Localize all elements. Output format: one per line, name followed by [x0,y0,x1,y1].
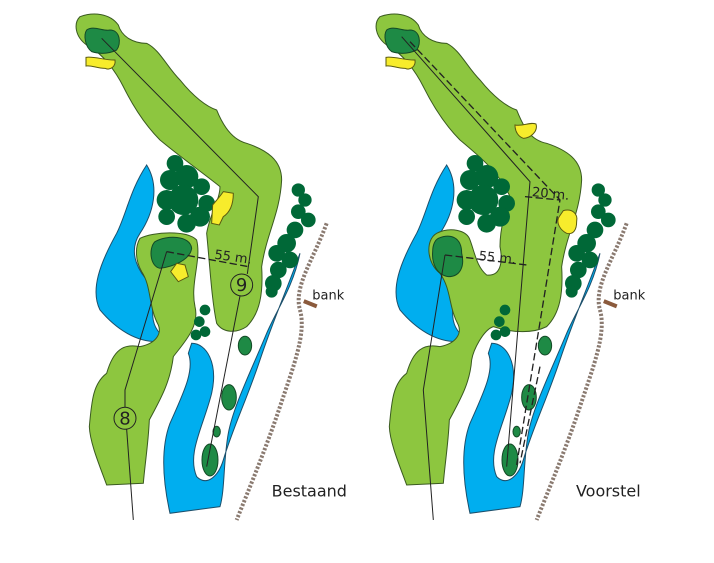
green-top [84,27,120,54]
hole-9-line [401,36,531,467]
bench-icon [603,299,618,309]
bunker-fairway [211,191,234,226]
bunker-top [385,56,416,70]
hole-marker-9 [230,273,254,297]
caption-proposal: Voorstel [576,482,641,501]
fairway-hole-8 [88,232,199,486]
bunker-fairway-upper [514,122,537,139]
hole-8-line [422,254,446,520]
hole-8-line-lower [126,429,134,520]
bench-icon [303,299,318,309]
hole-number-9: 9 [236,275,247,296]
distance-line [166,250,249,268]
hole-marker-8 [113,406,137,430]
green-top [384,27,420,54]
panel-existing: 55 m. 9 8 bank Bestaand [75,13,347,522]
distance-line-20 [524,195,561,201]
bunker-fairway-lower [557,209,578,235]
distance-label-20: 20 m. [531,185,570,204]
bunker-green [170,262,189,283]
bench-label: bank [312,288,344,303]
hole-number-8: 8 [119,408,130,429]
caption-existing: Bestaand [272,482,347,501]
panel-proposal: 55 m. 20 m. bank Voorstel [375,13,646,522]
hole-9-alt-line-2 [519,366,541,464]
bench-label: bank [613,288,645,303]
hole-8-line [124,251,168,408]
distance-line [444,254,527,266]
hole-9-line [101,37,259,275]
green-middle [432,235,464,278]
distance-label: 55 m. [478,249,517,268]
bunker-top [85,56,116,70]
hole-9-line-lower [206,295,241,467]
fairway-hole-9 [75,13,283,332]
distance-label: 55 m. [213,248,252,268]
